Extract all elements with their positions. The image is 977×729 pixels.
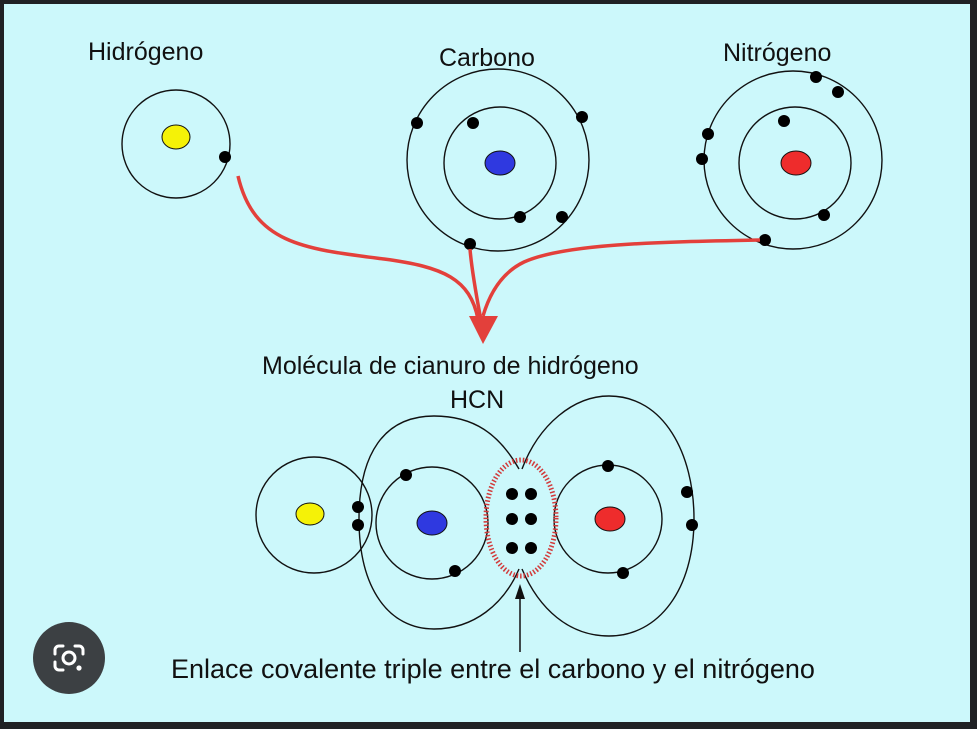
hcn-carbon-inner-shell — [375, 466, 489, 580]
electron — [467, 117, 479, 129]
hcn-molecule — [255, 395, 698, 652]
electron — [778, 115, 790, 127]
google-lens-button[interactable] — [33, 622, 105, 694]
hydrogen-atom — [121, 89, 231, 199]
hcn-carbon-nucleus — [416, 510, 448, 536]
electron — [810, 71, 822, 83]
electron — [702, 128, 714, 140]
electron — [219, 151, 231, 163]
carbon-nucleus — [484, 150, 516, 176]
electron — [411, 117, 423, 129]
hcn-nitrogen-outer-shell — [521, 395, 695, 637]
electron — [602, 460, 614, 472]
carbon-inner-shell — [443, 106, 557, 220]
electron — [818, 209, 830, 221]
nitrogen-nucleus — [780, 150, 812, 176]
electron — [832, 86, 844, 98]
hcn-hydrogen-shell — [255, 456, 373, 574]
hydrogen-shell — [121, 89, 231, 199]
arrow-from-nitrogen — [481, 238, 761, 317]
bond-pointer-head — [515, 584, 525, 599]
shared-electron — [352, 519, 364, 531]
label-hydrogen: Hidrógeno — [88, 38, 204, 66]
label-nitrogen: Nitrógeno — [723, 39, 832, 67]
hcn-carbon-outer-shell — [358, 415, 520, 630]
carbon-outer-shell — [406, 68, 590, 252]
label-carbon: Carbono — [439, 44, 535, 72]
shared-electron — [352, 501, 364, 513]
electron — [514, 211, 526, 223]
google-lens-icon — [53, 644, 85, 672]
diagram-panel: Hidrógeno Carbono Nitrógeno Molécula de … — [4, 4, 970, 722]
carbon-atom — [406, 68, 590, 252]
shared-electron — [506, 542, 518, 554]
shared-electron — [525, 542, 537, 554]
electron — [449, 565, 461, 577]
electron — [556, 211, 568, 223]
nitrogen-inner-shell — [738, 106, 852, 220]
converging-arrows — [236, 175, 761, 344]
shared-electron — [506, 488, 518, 500]
shared-electron — [506, 513, 518, 525]
label-molecule-title: Molécula de cianuro de hidrógeno — [262, 352, 639, 380]
label-bond-caption: Enlace covalente triple entre el carbono… — [171, 654, 815, 684]
shared-electron — [525, 488, 537, 500]
electron — [681, 486, 693, 498]
hcn-hydrogen-nucleus — [295, 502, 325, 526]
electron — [696, 153, 708, 165]
electron — [464, 238, 476, 250]
hcn-diagram — [121, 68, 883, 652]
arrow-head — [469, 316, 498, 344]
hydrogen-nucleus — [161, 124, 191, 150]
nitrogen-atom — [696, 70, 883, 250]
label-molecule-formula: HCN — [450, 386, 505, 414]
arrow-from-hydrogen — [236, 175, 480, 320]
electron — [576, 111, 588, 123]
electron — [400, 469, 412, 481]
triple-bond-highlight — [483, 457, 559, 579]
electron — [617, 567, 629, 579]
hcn-nitrogen-nucleus — [594, 506, 626, 532]
shared-electron — [525, 513, 537, 525]
electron — [686, 519, 698, 531]
electron — [759, 234, 771, 246]
